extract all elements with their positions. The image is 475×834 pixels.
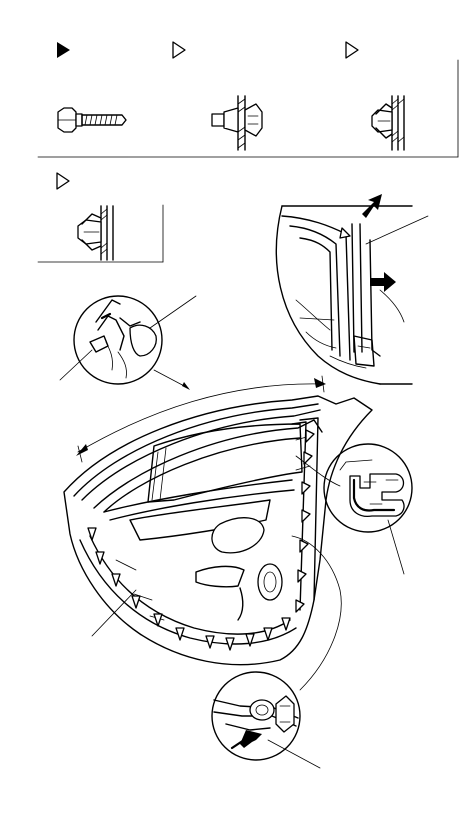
outline-triangle-marker: [56, 172, 70, 190]
upper-rear-detail: [275, 194, 429, 385]
small-clip-icon: [77, 205, 114, 261]
legend-push-rivet-clip: [172, 41, 263, 151]
legend-bolt: [57, 42, 127, 133]
legend-row-top: [37, 41, 459, 158]
push-arrow-lower-detail: [230, 730, 262, 750]
legend-trim-clip: [345, 41, 405, 151]
outline-triangle-marker: [345, 41, 359, 59]
pull-arrow-lower: [370, 272, 396, 292]
legend-trim-clip-small: [37, 172, 164, 263]
weatherstrip-upper-corner: [59, 295, 197, 390]
push-rivet-clip-icon: [211, 95, 263, 151]
solid-triangle-marker: [57, 42, 70, 58]
door-panel-overview: [63, 375, 373, 691]
clip-position-markers: [87, 429, 315, 651]
weatherstrip-cross-section: [323, 443, 413, 575]
outline-triangle-marker: [172, 41, 186, 59]
trim-clip-icon: [371, 95, 405, 151]
outline-triangle-marker: [339, 227, 351, 239]
bolt-icon: [57, 107, 127, 133]
pull-arrow-upper: [362, 194, 382, 218]
lower-clip-detail: [211, 671, 321, 769]
